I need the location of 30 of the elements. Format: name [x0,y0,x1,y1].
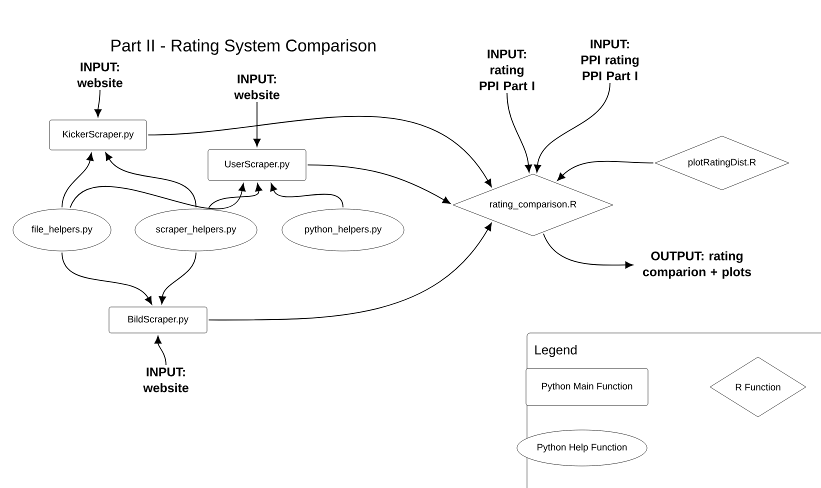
arrow [105,152,196,208]
input-label: INPUT: website [234,74,280,100]
arrow [253,102,261,147]
arrow [270,183,344,208]
arrow [148,116,492,188]
input-label: OUTPUT: rating comparion + plots [643,251,751,279]
arrow [62,152,94,208]
arrow [208,222,492,320]
arrow [534,82,610,173]
legend-box-sample: Python Main Function [526,368,648,406]
legend-diamond-sample: R Function [710,356,806,418]
arrow [208,183,262,208]
arrow [557,160,654,181]
input-label: INPUT: website [77,62,122,88]
arrow [307,164,451,204]
arrow [94,90,102,118]
legend-ellipse-sample: Python Help Function [516,430,648,466]
arrow [62,252,152,305]
process-box: UserScraper.py [208,149,306,181]
title: Part II - Rating System Comparison [112,39,376,55]
input-label: INPUT: PPI rating PPI Part I [581,40,639,80]
input-label: INPUT: website [143,368,188,392]
process-box: KickerScraper.py [49,120,147,150]
arrow [154,336,166,366]
arrow [158,252,196,304]
arrow [543,233,634,269]
process-box: BildScraper.py [108,306,208,334]
arrow [70,183,246,210]
input-label: INPUT: rating PPI Part I [480,50,534,90]
arrow [506,92,532,173]
